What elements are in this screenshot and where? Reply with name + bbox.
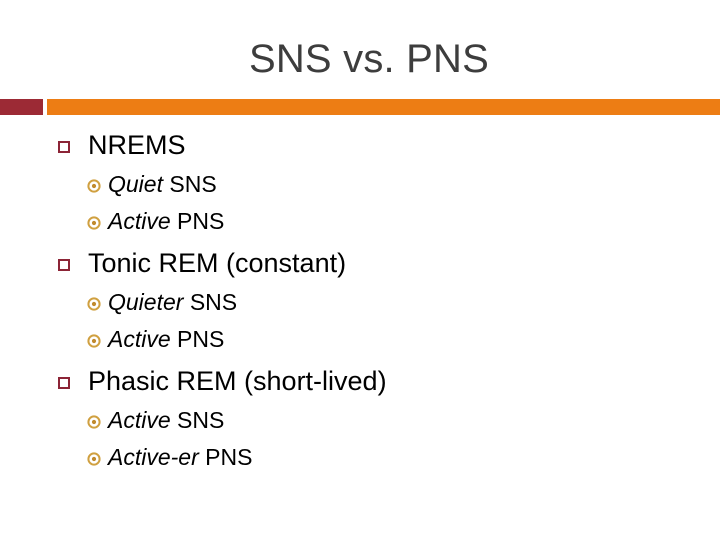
bullet-group: Phasic REM (short-lived) Active SNS: [0, 364, 720, 478]
bullet-group: Tonic REM (constant) Quieter SNS: [0, 246, 720, 360]
level2-bullet-emphasis: Active: [108, 326, 171, 352]
level2-bullet-item: Active SNS: [0, 404, 720, 441]
slide-title: SNS vs. PNS: [248, 37, 490, 81]
hollow-square-bullet-icon: [58, 141, 70, 153]
level2-bullet-rest: PNS: [198, 444, 253, 470]
level2-bullet-item: Quiet SNS: [0, 168, 720, 205]
level2-bullet-emphasis: Active: [108, 407, 171, 433]
level2-bullet-item: Active PNS: [0, 323, 720, 360]
hollow-square-bullet-icon: [58, 377, 70, 389]
bullseye-ring-bullet-icon: [87, 334, 101, 348]
hollow-square-bullet-icon: [58, 259, 70, 271]
level2-bullet-emphasis: Quieter: [108, 289, 184, 315]
divider-orange-bar: [47, 99, 720, 115]
level2-bullet-emphasis: Quiet: [108, 171, 163, 197]
level2-bullet-emphasis: Active: [108, 208, 171, 234]
bullseye-ring-bullet-icon: [87, 415, 101, 429]
bullseye-ring-bullet-icon: [87, 452, 101, 466]
level2-bullet-rest: SNS: [183, 289, 238, 315]
level2-bullet-item: Active-er PNS: [0, 441, 720, 478]
level2-bullet-rest: SNS: [170, 407, 225, 433]
slide-body-list: NREMS Quiet SNS Active P: [0, 128, 720, 478]
level2-bullet-emphasis: Active-er: [108, 444, 199, 470]
bullseye-ring-bullet-icon: [87, 179, 101, 193]
level1-bullet-label: Phasic REM (short-lived): [88, 366, 387, 396]
level2-bullet-item: Quieter SNS: [0, 286, 720, 323]
level2-bullet-rest: SNS: [162, 171, 217, 197]
level2-bullet-rest: PNS: [170, 208, 225, 234]
level2-bullet-rest: PNS: [170, 326, 225, 352]
level1-bullet-item: Phasic REM (short-lived): [0, 364, 720, 402]
bullseye-ring-bullet-icon: [87, 216, 101, 230]
divider-red-accent: [0, 99, 43, 115]
level1-bullet-item: NREMS: [0, 128, 720, 166]
level1-bullet-label: Tonic REM (constant): [88, 248, 347, 278]
bullseye-ring-bullet-icon: [87, 297, 101, 311]
title-divider-bar: [0, 99, 720, 115]
bullet-group: NREMS Quiet SNS Active P: [0, 128, 720, 242]
level1-bullet-label: NREMS: [88, 130, 186, 160]
level2-bullet-item: Active PNS: [0, 205, 720, 242]
level1-bullet-item: Tonic REM (constant): [0, 246, 720, 284]
